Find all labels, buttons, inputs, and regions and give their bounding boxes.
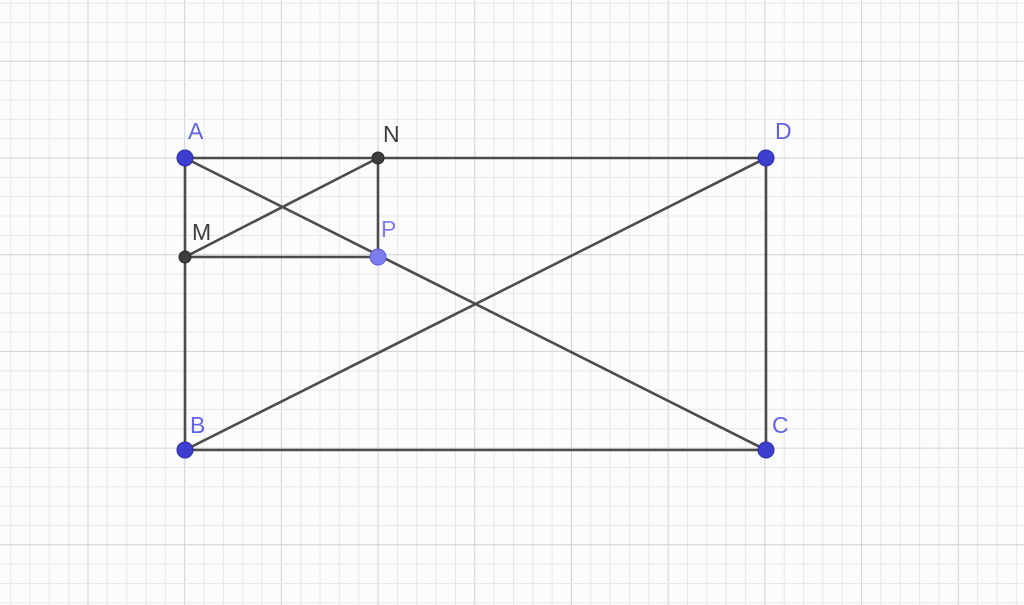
point-P[interactable] <box>369 248 387 266</box>
label-P: P <box>381 216 396 242</box>
label-B: B <box>190 412 205 438</box>
point-N[interactable] <box>371 151 385 165</box>
segments-layer <box>183 156 768 452</box>
segment-MN[interactable] <box>183 156 380 259</box>
point-B[interactable] <box>176 441 194 459</box>
point-A[interactable] <box>176 149 194 167</box>
point-M[interactable] <box>178 250 192 264</box>
labels-layer: A N D M P B C <box>188 118 792 438</box>
label-A: A <box>188 118 204 144</box>
label-N: N <box>383 121 400 147</box>
label-D: D <box>775 118 792 144</box>
label-M: M <box>192 219 211 245</box>
point-D[interactable] <box>757 149 775 167</box>
label-C: C <box>772 412 789 438</box>
points-layer <box>176 149 775 459</box>
point-C[interactable] <box>757 441 775 459</box>
